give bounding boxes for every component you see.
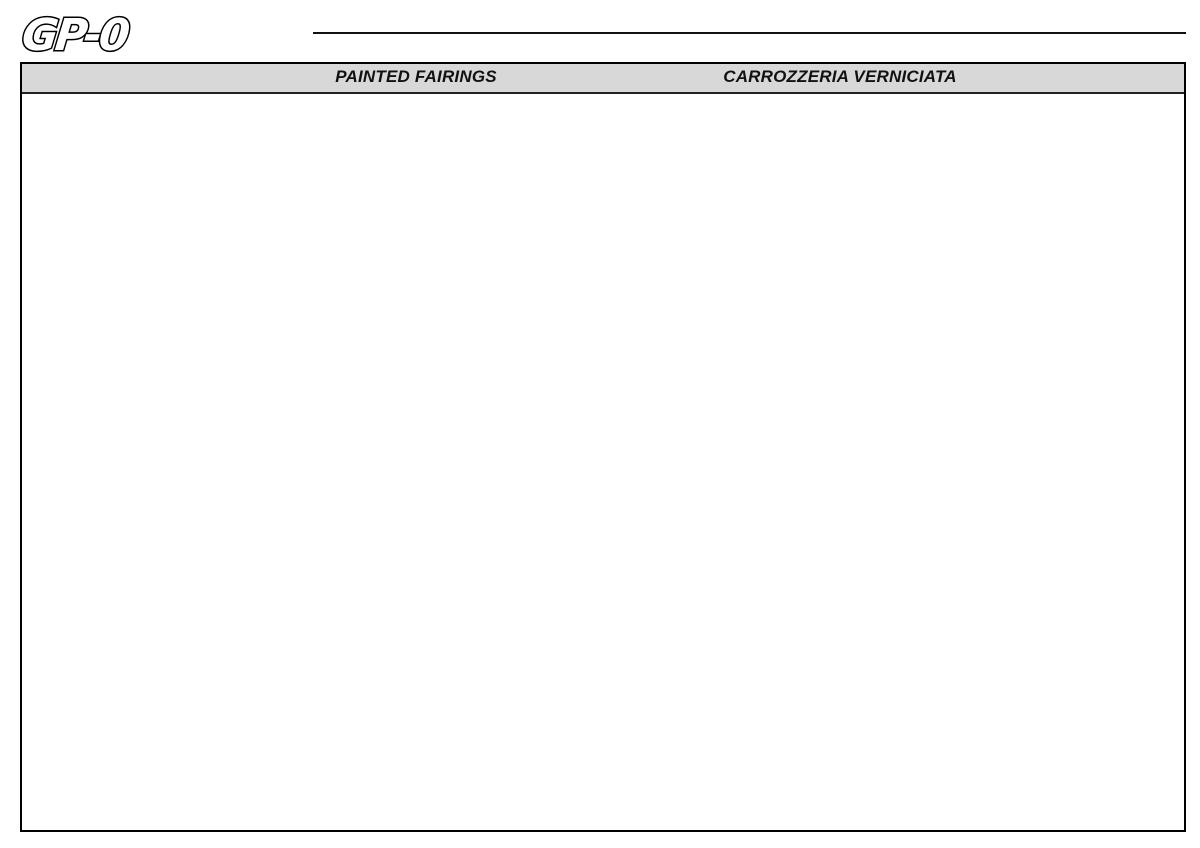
brand-logo: GP-0 [18, 9, 133, 63]
diagram-frame: PAINTED FAIRINGS CARROZZERIA VERNICIATA [20, 62, 1186, 832]
brand-logo-text: GP-0 [20, 10, 132, 61]
header-rule [313, 32, 1186, 34]
diagram-title-bar: PAINTED FAIRINGS CARROZZERIA VERNICIATA [22, 64, 1184, 94]
title-english: PAINTED FAIRINGS [335, 67, 497, 86]
title-italian: CARROZZERIA VERNICIATA [723, 67, 957, 86]
